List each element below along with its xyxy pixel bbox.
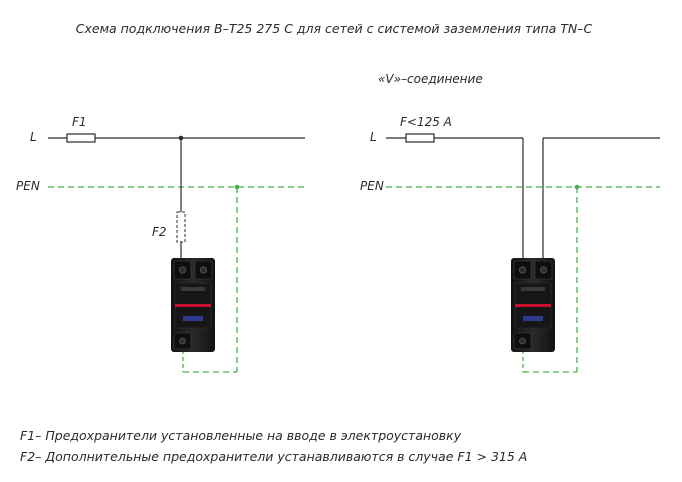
surge-protector-device-icon	[511, 258, 555, 352]
note-f2: F2– Дополнительные предохранители устана…	[20, 449, 527, 464]
diagram-title: Схема подключения B–T25 275 C для сетей …	[76, 21, 593, 36]
right-line-label: L	[370, 130, 377, 144]
left-pen-label: PEN	[16, 179, 40, 193]
fuse-icon	[66, 133, 96, 143]
surge-protector-device-icon	[171, 258, 215, 352]
right-pen-label: PEN	[360, 179, 384, 193]
left-fuse-f2-label: F2	[152, 225, 167, 239]
right-scheme: «V»–соединение L PEN F<125 A	[360, 72, 660, 373]
left-line-label: L	[30, 130, 37, 144]
right-heading: «V»–соединение	[378, 72, 483, 86]
left-fuse-f1-label: F1	[72, 115, 87, 129]
fuse-icon	[405, 133, 435, 143]
fuse-icon	[176, 211, 186, 243]
right-fuse-label: F<125 A	[400, 115, 452, 129]
left-scheme: L PEN F1 F2	[16, 115, 305, 373]
note-f1: F1– Предохранители установленные на ввод…	[20, 428, 462, 443]
